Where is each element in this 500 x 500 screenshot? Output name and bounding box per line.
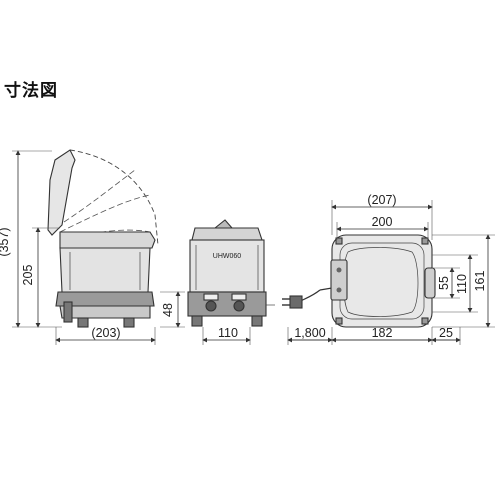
front-body [189,239,265,293]
front-top [191,227,263,241]
front-foot-left [191,315,203,327]
dim-height-lower: 48 [161,303,175,317]
front-foot-right [251,315,263,327]
page-title: 寸法図 [4,81,58,101]
dim-height-total: (357) [0,227,11,256]
dim-top-width: 200 [372,215,393,229]
top-handle-left [330,259,348,301]
side-foot [123,317,135,328]
dim-front-width: 110 [218,326,238,340]
dim-height-body: 205 [21,265,35,286]
power-cord [282,287,333,309]
front-outlet-2 [231,293,247,301]
top-handle-right [424,267,436,299]
front-valve-2 [233,300,245,312]
side-top-cover [59,231,156,249]
front-base [187,291,267,317]
dim-depth: (203) [91,326,120,340]
dim-top-depth: 161 [473,271,487,292]
lid-swing-line [63,169,136,223]
dim-top-inner-110: 110 [455,274,469,294]
side-lid-panel [47,149,76,236]
lid-swing-arc [69,149,159,246]
dim-top-overall-width: (207) [367,193,396,207]
dim-base-width: 182 [372,326,393,340]
top-view: (207) 200 161 110 55 1,800 182 25 [287,193,495,345]
dim-offset: 25 [439,326,453,340]
plug-icon [289,295,303,309]
side-base [55,291,155,307]
dim-top-inner-55: 55 [437,276,451,290]
front-valve-1 [205,300,217,312]
side-main-body [59,247,151,293]
side-outlet [63,301,73,323]
side-view: (357) 205 48 (203) [0,149,185,345]
front-outlet-1 [203,293,219,301]
front-view: UHW060 110 [187,219,275,345]
dim-cord-length: 1,800 [294,326,325,340]
model-label: UHW060 [213,253,242,260]
